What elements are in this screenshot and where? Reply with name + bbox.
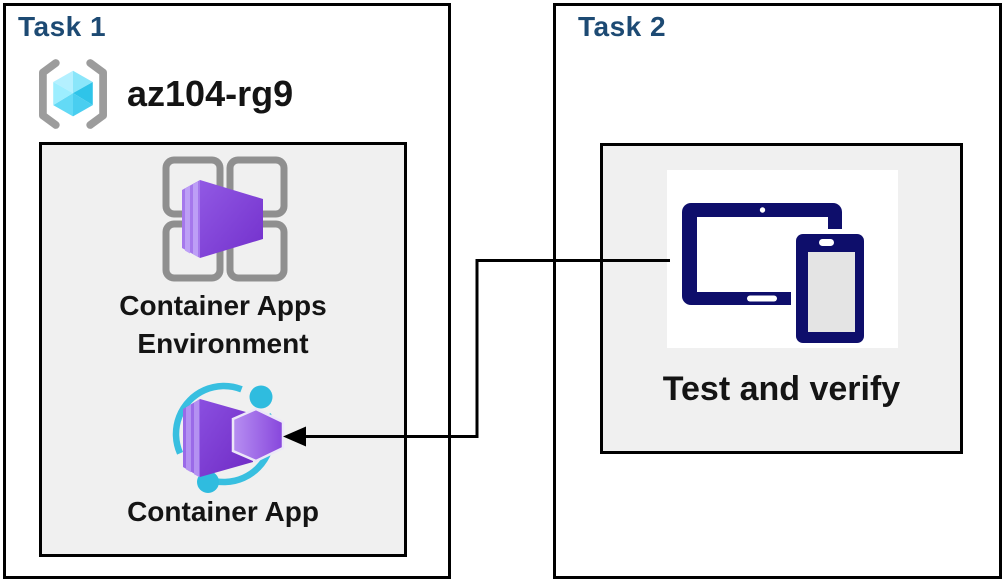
- env-label-line2: Environment: [137, 328, 309, 359]
- phone-screen: [808, 252, 855, 332]
- container-app-icon: [172, 382, 285, 493]
- tablet-camera-dot: [759, 207, 766, 213]
- devices-icon: [682, 203, 869, 348]
- task2-title: Task 2: [578, 11, 667, 42]
- test-and-verify-label: Test and verify: [662, 370, 901, 408]
- container-shape: [182, 180, 263, 258]
- resource-group-name: az104-rg9: [127, 73, 294, 114]
- env-label-line1: Container Apps: [119, 290, 327, 321]
- container-shape: [183, 399, 285, 477]
- orbit-dot-bottom: [197, 471, 219, 493]
- container-apps-environment-icon: [162, 156, 288, 282]
- cube-shape: [53, 70, 93, 117]
- right-bracket-shape: [86, 59, 107, 129]
- devices-icon-plate: [667, 170, 898, 348]
- left-bracket-shape: [39, 59, 60, 129]
- phone-speaker-slot: [819, 239, 834, 246]
- container-app-label: Container App: [127, 496, 319, 527]
- container-apps-environment-label: Container Apps Environment: [39, 287, 407, 363]
- resource-group-icon: [39, 59, 107, 129]
- task1-title: Task 1: [18, 11, 107, 42]
- phone-shape: [791, 229, 869, 348]
- tablet-home-slot: [747, 295, 777, 302]
- orbit-dot-top: [249, 385, 273, 409]
